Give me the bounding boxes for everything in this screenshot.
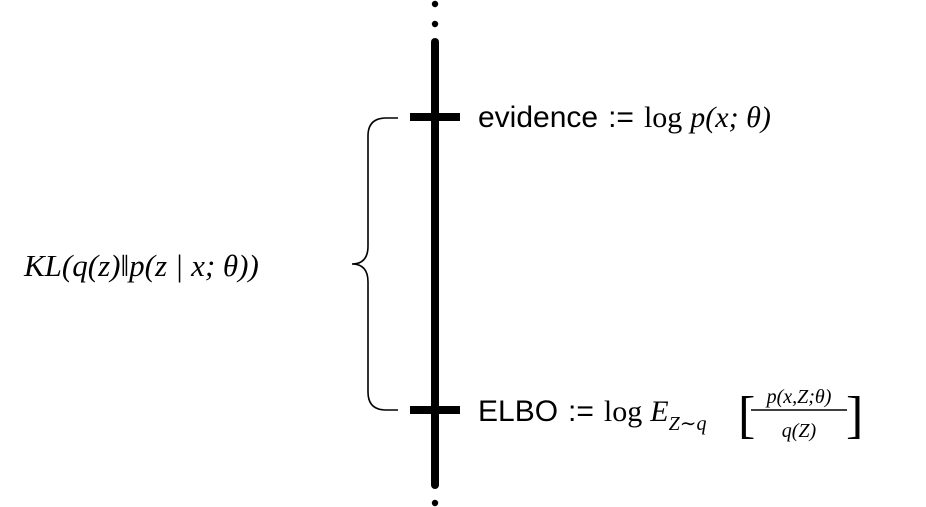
elbo-name: ELBO — [478, 395, 558, 428]
elbo-bracket-close: ] — [846, 387, 863, 444]
dot — [431, 0, 439, 8]
axis-continuation-top — [431, 0, 439, 28]
gap-brace — [351, 117, 398, 411]
dot — [431, 20, 439, 28]
evidence-log: log — [644, 101, 682, 134]
elbo-defined-as: := — [568, 395, 594, 428]
elbo-numerator: p(x,Z;θ) — [765, 386, 832, 408]
elbo-expectation: E — [649, 395, 668, 428]
evidence-name: evidence — [478, 101, 598, 134]
evidence-p: p — [688, 101, 705, 134]
elbo-log: log — [604, 395, 642, 428]
elbo-denominator: q(Z) — [782, 420, 817, 442]
axis-continuation-bottom — [431, 499, 439, 507]
elbo-bracket-open: [ — [738, 387, 755, 444]
elbo-expectation-subscript: Z∼q — [669, 413, 707, 435]
evidence-args: (x; θ) — [705, 101, 771, 134]
evidence-defined-as: := — [608, 101, 634, 134]
kl-gap-label: KL(q(z)‖p(z | x; θ)) — [23, 248, 259, 283]
